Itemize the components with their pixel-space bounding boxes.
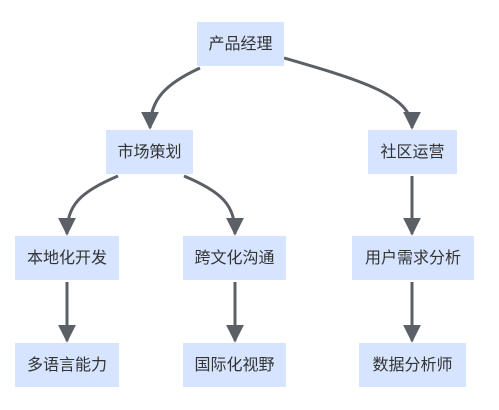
node-cross-cultural-communication: 跨文化沟通 [183, 236, 286, 280]
edge-root-community [283, 56, 421, 130]
node-localization-dev: 本地化开发 [15, 236, 119, 280]
node-data-analyst: 数据分析师 [359, 343, 466, 387]
node-market-planning: 市场策划 [106, 130, 193, 174]
edge-market-cross-culture [183, 174, 244, 236]
node-international-vision: 国际化视野 [183, 343, 286, 387]
node-user-needs-analysis: 用户需求分析 [352, 236, 474, 280]
edge-root-market [141, 66, 201, 130]
node-multilingual-ability: 多语言能力 [15, 343, 119, 387]
edge-market-localization [58, 174, 119, 236]
node-community-operations: 社区运营 [368, 130, 457, 174]
node-product-manager: 产品经理 [197, 22, 284, 66]
